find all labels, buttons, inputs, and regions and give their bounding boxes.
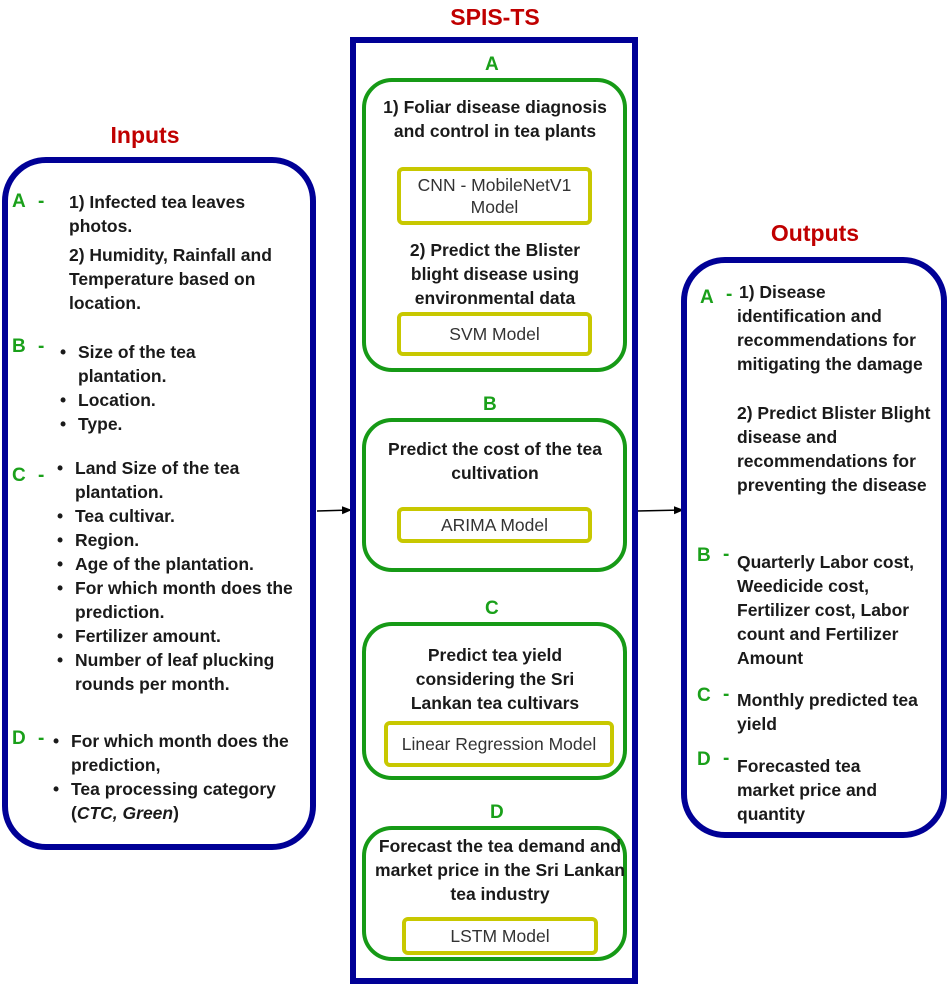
- list-item: Region.: [53, 528, 298, 552]
- module-d-model: LSTM Model: [402, 917, 598, 955]
- list-item: Tea cultivar.: [53, 504, 298, 528]
- input-d-letter: D: [12, 728, 26, 749]
- module-c-task: Predict tea yield considering the Sri La…: [410, 645, 580, 713]
- output-b-letter: B: [697, 545, 711, 566]
- input-a-line2: 2) Humidity, Rainfall and Temperature ba…: [69, 245, 272, 313]
- list-item: For which month does the prediction,: [49, 729, 299, 777]
- output-d-dash: -: [723, 748, 730, 769]
- list-item: Size of the tea plantation.: [56, 340, 256, 388]
- output-c-text: Monthly predicted tea yield: [737, 690, 918, 734]
- list-item: Land Size of the tea plantation.: [53, 456, 298, 504]
- center-title: SPIS-TS: [450, 4, 540, 30]
- module-c-model: Linear Regression Model: [384, 721, 614, 767]
- output-b-text: Quarterly Labor cost, Weedicide cost, Fe…: [737, 552, 914, 668]
- module-a-task1: 1) Foliar disease diagnosis and control …: [383, 97, 607, 141]
- module-a-model2: SVM Model: [397, 312, 592, 356]
- module-b-task: Predict the cost of the tea cultivation: [388, 439, 602, 483]
- input-b-dash: -: [38, 336, 45, 357]
- system-to-output-arrow: [636, 506, 684, 515]
- input-c-dash: -: [38, 465, 45, 486]
- module-b-box: [362, 418, 627, 572]
- module-a-letter: A: [485, 54, 499, 75]
- input-b-list: Size of the tea plantation. Location. Ty…: [56, 340, 256, 436]
- input-c-letter: C: [12, 465, 26, 486]
- list-item: For which month does the prediction.: [53, 576, 298, 624]
- module-a-task2: 2) Predict the Blister blight disease us…: [409, 240, 581, 308]
- input-c-list: Land Size of the tea plantation. Tea cul…: [53, 456, 298, 696]
- module-d-letter: D: [490, 802, 504, 823]
- module-b-model: ARIMA Model: [397, 507, 592, 543]
- output-a-line1: 1) Disease identification and recommenda…: [737, 282, 923, 374]
- input-a-line1: 1) Infected tea leaves photos.: [69, 192, 246, 236]
- module-b-letter: B: [483, 394, 497, 415]
- output-c-dash: -: [723, 684, 730, 705]
- input-d-item2-prefix: Tea processing category (: [71, 779, 276, 823]
- output-d-text: Forecasted tea market price and quantity: [737, 756, 878, 824]
- list-item: Age of the plantation.: [53, 552, 298, 576]
- outputs-title: Outputs: [770, 220, 860, 246]
- input-d-dash: -: [38, 728, 45, 749]
- input-a-letter: A: [12, 191, 26, 212]
- output-b-dash: -: [723, 544, 730, 565]
- input-d-list: For which month does the prediction, Tea…: [49, 729, 299, 825]
- output-a-letter: A: [700, 287, 714, 308]
- outputs-panel: [681, 257, 947, 838]
- output-d-letter: D: [697, 749, 711, 770]
- input-b-letter: B: [12, 336, 26, 357]
- input-d-item2-suffix: ): [173, 803, 179, 823]
- module-d-task: Forecast the tea demand and market price…: [375, 836, 625, 904]
- output-a-line2: 2) Predict Blister Blight disease and re…: [737, 403, 931, 495]
- list-item: Type.: [56, 412, 256, 436]
- list-item: Number of leaf plucking rounds per month…: [53, 648, 298, 696]
- output-a-dash: -: [726, 284, 733, 305]
- output-c-letter: C: [697, 685, 711, 706]
- input-a-dash: -: [38, 191, 45, 212]
- module-c-letter: C: [485, 598, 499, 619]
- input-d-item2-italic: CTC, Green: [76, 803, 174, 823]
- input-to-system-arrow: [316, 506, 352, 515]
- list-item: Fertilizer amount.: [53, 624, 298, 648]
- module-a-model1: CNN - MobileNetV1 Model: [397, 167, 592, 225]
- list-item: Location.: [56, 388, 256, 412]
- inputs-title: Inputs: [110, 122, 180, 148]
- list-item: Tea processing category (CTC, Green): [49, 777, 299, 825]
